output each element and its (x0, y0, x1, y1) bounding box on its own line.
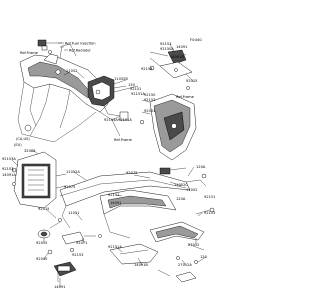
part-number: 92151A (108, 245, 122, 249)
part-number: 14091 (176, 45, 187, 49)
leader-lines (11, 43, 207, 287)
part-number: 92015 (38, 207, 49, 211)
part-number: 27012A (178, 263, 192, 267)
part-number: 14091 (54, 285, 65, 289)
region-ca-us-label: (CA,US) (16, 137, 30, 141)
part-number: 11052 (186, 188, 197, 192)
frame-assembly (17, 43, 121, 143)
part-number: 92151 (108, 193, 119, 197)
part-number: 27012 (188, 243, 199, 247)
part-number: 11052A (66, 170, 80, 174)
upper-bracket-group (87, 75, 129, 121)
side-cover (139, 93, 197, 161)
part-number: 92153 (72, 253, 83, 257)
reference-annotations: Ref.Fuel injection Ref.Radiator Ref.Fram… (14, 42, 195, 148)
part-number: 92151 (130, 87, 141, 91)
part-number: 92015 (186, 79, 197, 83)
part-number: 92150A (160, 47, 174, 51)
lower-frame-rails (59, 167, 207, 239)
ref-frame-top-label: Ref.Frame (20, 51, 39, 55)
part-number: 92153A (104, 118, 118, 122)
air-box (11, 151, 67, 209)
part-number: 92040 (36, 257, 48, 261)
ref-frame-mid-label: Ref.Frame (114, 138, 133, 142)
part-number: 92153 (141, 67, 152, 71)
part-number: 92153 (2, 167, 13, 171)
part-number-labels: 92153 92150A 14091 92153 14091A 92015 11… (2, 42, 215, 289)
part-number: 92071 (76, 241, 87, 245)
part-number: 120A (176, 197, 186, 201)
right-top-bracket (149, 49, 195, 90)
part-number: 11052 (66, 69, 77, 73)
part-number: 92075 (126, 171, 137, 175)
ref-frame-side-label: Ref.Frame (176, 95, 195, 99)
part-number: 14091A (170, 55, 184, 59)
region-eu-label: (EU) (14, 143, 22, 147)
part-number: 14091 (110, 201, 121, 205)
part-number: 92075 (64, 185, 75, 189)
part-number: 92153 (144, 98, 155, 102)
part-number: 14091A (2, 173, 16, 177)
exploded-parts-diagram: F0440 (2, 37, 215, 289)
part-number: 120 (200, 255, 208, 259)
part-number: 92015 (36, 241, 47, 245)
part-number: 32088 (24, 149, 36, 153)
part-number: 92150 (144, 93, 156, 97)
part-number: 92153 (204, 211, 215, 215)
ref-radiator-label: Ref.Radiator (69, 49, 91, 53)
part-number: 92001 (144, 109, 155, 113)
part-number: 11052C (174, 183, 188, 187)
part-number: 92153A (2, 157, 16, 161)
part-number: 92151 (204, 195, 215, 199)
part-number: 11052B (114, 77, 128, 81)
ref-fuel-injection-label: Ref.Fuel injection (65, 42, 96, 46)
part-number: 11051 (68, 211, 79, 215)
part-number: 120A (196, 165, 206, 169)
part-number: 92151A (118, 118, 132, 122)
part-number: 14091B (134, 263, 148, 267)
part-number: 92151A (131, 92, 145, 96)
part-number: 130 (128, 83, 136, 87)
part-number: 92153 (160, 42, 171, 46)
lower-right-brackets (109, 207, 215, 283)
diagram-code: F0440 (190, 37, 202, 42)
